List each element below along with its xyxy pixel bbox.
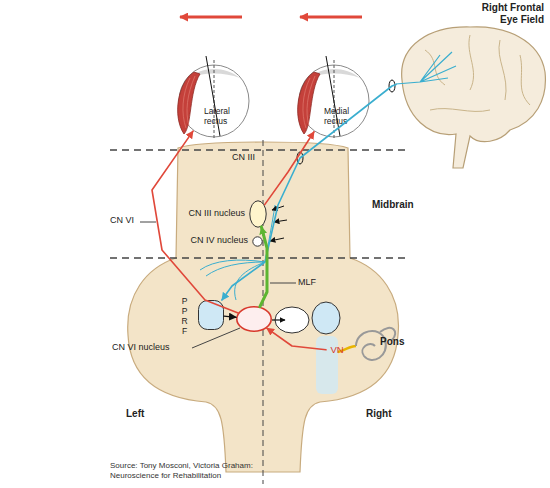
pathway-label: CN VI [110,215,134,225]
region-label: P P R F [181,296,188,336]
nerve-pathway [152,131,238,313]
level-divider [110,149,410,150]
pprf-region-shape [198,300,224,330]
eyeball-shape [298,64,370,138]
nucleus-label: CN III nucleus [188,208,245,218]
nucleus-label: CN IV nucleus [190,235,248,245]
nucleus-oval: CN IV nucleus [252,236,263,247]
level-divider [110,257,410,258]
nucleus-outline [253,237,262,246]
nerve-pathway [222,84,396,300]
region-label: Left [126,408,144,419]
cortex-region: Right Frontal Eye Field [396,0,546,110]
fibre-fan [200,260,265,270]
muscle-fibres [183,76,195,128]
nerve-pathway [224,316,236,317]
nucleus-outline [237,307,271,331]
projection-arrow [272,206,284,210]
muscle-label: Lateral rectus [204,106,248,126]
nucleus-oval-shape [236,306,272,332]
nerve-pathway [260,227,267,307]
brain-outline [402,27,546,168]
nucleus-oval-shape [252,236,263,247]
nucleus-label: VN [326,344,348,355]
right-pprf [312,302,340,334]
leader-line [140,222,156,223]
region-label: Right Frontal Eye Field [462,2,544,26]
projection-arrow [270,238,284,241]
leader-line [192,328,240,348]
fibre-fan [206,262,265,276]
gaze-arrow [180,16,242,19]
nucleus-oval: CN VI nucleus [236,306,272,332]
eyeball: Lateral rectus [178,64,250,138]
source-caption: Source: Tony Mosconi, Victoria Graham: N… [110,461,288,481]
muscle-label: Medial rectus [324,106,368,126]
eyeball: Medial rectus [298,64,370,138]
fibre-fan [235,262,265,300]
fibre-fan [396,52,456,84]
leader-line [270,283,296,284]
nucleus-label: CN VI nucleus [112,342,170,352]
nucleus-oval: CN III nucleus [249,200,267,228]
pprf-region: P P R F [198,300,224,330]
section-ring [389,80,395,92]
vestibular-nucleus: VN [326,344,348,358]
rectus-muscle [178,72,200,134]
crossing-arrow [272,319,285,320]
region-label: Pons [380,336,404,347]
nerve-pathway [265,132,314,205]
section-ring [297,152,303,164]
nucleus-outline [250,201,266,227]
region-label: Right [366,408,392,419]
projection-arrow [274,220,287,222]
region-outline [199,301,224,330]
nucleus-oval-shape [249,200,267,228]
region-label: Midbrain [372,199,414,210]
muscle-fibres [303,76,315,128]
eyeball-shape [178,64,250,138]
nerve-pathway [267,328,326,350]
gaze-arrow [300,16,362,19]
rectus-muscle [298,72,320,134]
pathway-label: MLF [298,277,316,287]
pathway-label: CN III [232,152,255,162]
